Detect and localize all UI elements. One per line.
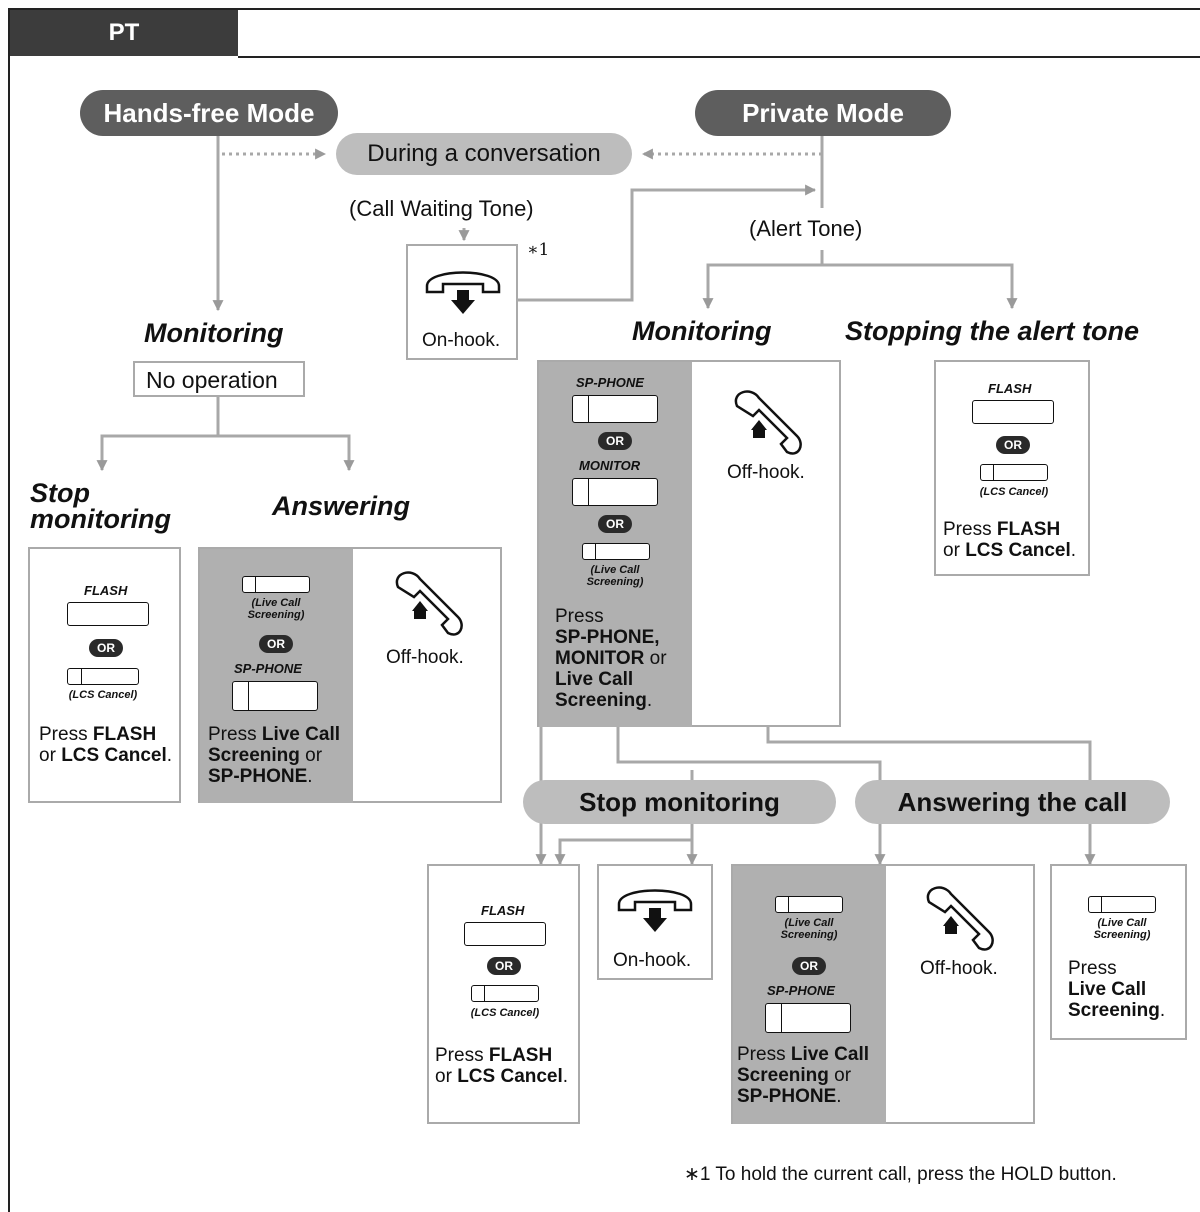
pt-tab: PT [10, 10, 238, 56]
or-badge: OR [792, 957, 826, 975]
monitor-button [572, 478, 658, 506]
offhook-handset-icon [395, 571, 463, 636]
instruction-lcs-only: Press Live Call Screening. [1068, 958, 1166, 1021]
live-call-screening-button [582, 543, 650, 560]
instruction-bottom-answer: Press Live Call Screening or SP-PHONE. [737, 1044, 870, 1107]
diagram-frame [8, 8, 1200, 1212]
stopping-alert-box: FLASH OR (LCS Cancel) Press FLASH or LCS… [934, 360, 1090, 576]
live-call-screening-label: (Live Call Screening) [780, 917, 838, 941]
line-onhook-alert [518, 184, 817, 302]
flash-button [972, 400, 1054, 424]
offhook-handset-icon [734, 390, 802, 455]
monitoring-heading-right: Monitoring [632, 316, 772, 346]
handsfree-mode-label: Hands-free Mode [103, 97, 315, 128]
or-badge: OR [598, 432, 632, 450]
instruction-stop-alert: Press FLASH or LCS Cancel. [943, 519, 1077, 561]
answering-box-bottom: (Live Call Screening) OR SP-PHONE Press … [731, 864, 1035, 1124]
live-call-screening-label: (Live Call Screening) [247, 597, 305, 621]
onhook-label: On-hook. [422, 330, 501, 351]
instruction-left-stop: Press FLASH or LCS Cancel. [39, 724, 173, 766]
offhook-handset-icon [926, 886, 994, 951]
footnote-mark: ∗1 [527, 240, 550, 260]
instruction-left-answer: Press Live Call Screening or SP-PHONE. [208, 724, 341, 787]
lcs-cancel-label: (LCS Cancel) [470, 1007, 540, 1019]
onhook-box-center: On-hook. [406, 244, 518, 360]
no-operation-box: No operation [133, 361, 305, 397]
offhook-label: Off-hook. [920, 958, 998, 979]
stopping-alert-heading: Stopping the alert tone [845, 316, 1139, 346]
sp-phone-button [232, 681, 318, 711]
stop-monitoring-box-bottom: FLASH OR (LCS Cancel) Press FLASH or LCS… [427, 864, 580, 1124]
line-alert-branch [706, 263, 1014, 305]
live-call-screening-button [1088, 896, 1156, 913]
footnote: ∗1 To hold the current call, press the H… [684, 1164, 1117, 1185]
answering-call-pill-label: Answering the call [897, 786, 1128, 817]
or-badge: OR [598, 515, 632, 533]
private-mode-pill: Private Mode [695, 90, 951, 136]
conversation-label: During a conversation [367, 140, 601, 167]
instruction-bottom-stop: Press FLASH or LCS Cancel. [435, 1045, 569, 1087]
sp-phone-button [572, 395, 658, 423]
or-badge: OR [487, 957, 521, 975]
alert-tone-label: (Alert Tone) [749, 216, 863, 241]
stop-monitoring-box-left: FLASH OR (LCS Cancel) Press FLASH or LCS… [28, 547, 181, 803]
stop-monitoring-pill-label: Stop monitoring [579, 786, 780, 817]
sp-phone-button [765, 1003, 851, 1033]
handsfree-mode-pill: Hands-free Mode [80, 90, 338, 136]
lcs-cancel-label: (LCS Cancel) [979, 486, 1049, 498]
no-operation-label: No operation [146, 367, 278, 393]
or-badge: OR [89, 639, 123, 657]
offhook-label: Off-hook. [727, 462, 805, 483]
flash-key-label: FLASH [481, 903, 525, 918]
live-call-screening-button [242, 576, 310, 593]
answering-box-left: (Live Call Screening) OR SP-PHONE Press … [198, 547, 502, 803]
monitoring-heading-left: Monitoring [144, 318, 284, 348]
or-badge: OR [259, 635, 293, 653]
monitor-key-label: MONITOR [579, 458, 641, 473]
lcs-cancel-button [980, 464, 1048, 481]
tab-label: PT [108, 19, 140, 46]
stop-monitoring-heading: Stop monitoring [30, 478, 171, 534]
conversation-pill: During a conversation [336, 133, 632, 175]
onhook-label: On-hook. [613, 950, 692, 971]
answering-heading: Answering [272, 491, 411, 521]
live-call-screening-button [775, 896, 843, 913]
private-mode-label: Private Mode [742, 97, 904, 128]
flash-button [67, 602, 149, 626]
offhook-label: Off-hook. [386, 647, 464, 668]
flash-key-label: FLASH [988, 381, 1032, 396]
live-call-screening-label: (Live Call Screening) [1093, 917, 1151, 941]
tab-underline [238, 56, 1200, 58]
flash-button [464, 922, 546, 946]
instruction-right-monitoring: Press SP-PHONE, MONITOR or Live Call Scr… [555, 606, 667, 711]
onhook-box-bottom: On-hook. [597, 864, 713, 980]
sp-phone-key-label: SP-PHONE [576, 375, 644, 390]
flash-key-label: FLASH [84, 583, 128, 598]
stop-monitoring-pill: Stop monitoring [523, 780, 836, 824]
sp-phone-key-label: SP-PHONE [234, 661, 302, 676]
onhook-handset-icon [617, 889, 693, 932]
answering-call-pill: Answering the call [855, 780, 1170, 824]
sp-phone-key-label: SP-PHONE [767, 983, 835, 998]
lcs-cancel-button [67, 668, 139, 685]
onhook-handset-icon [425, 271, 501, 314]
live-call-screening-label: (Live Call Screening) [586, 564, 644, 588]
lcs-cancel-label: (LCS Cancel) [68, 689, 138, 701]
call-waiting-tone-label: (Call Waiting Tone) [349, 196, 534, 221]
monitoring-box-right: SP-PHONE OR MONITOR OR (Live Call Screen… [537, 360, 841, 727]
lcs-cancel-button [471, 985, 539, 1002]
answering-lcs-box: (Live Call Screening) Press Live Call Sc… [1050, 864, 1187, 1040]
or-badge: OR [996, 436, 1030, 454]
